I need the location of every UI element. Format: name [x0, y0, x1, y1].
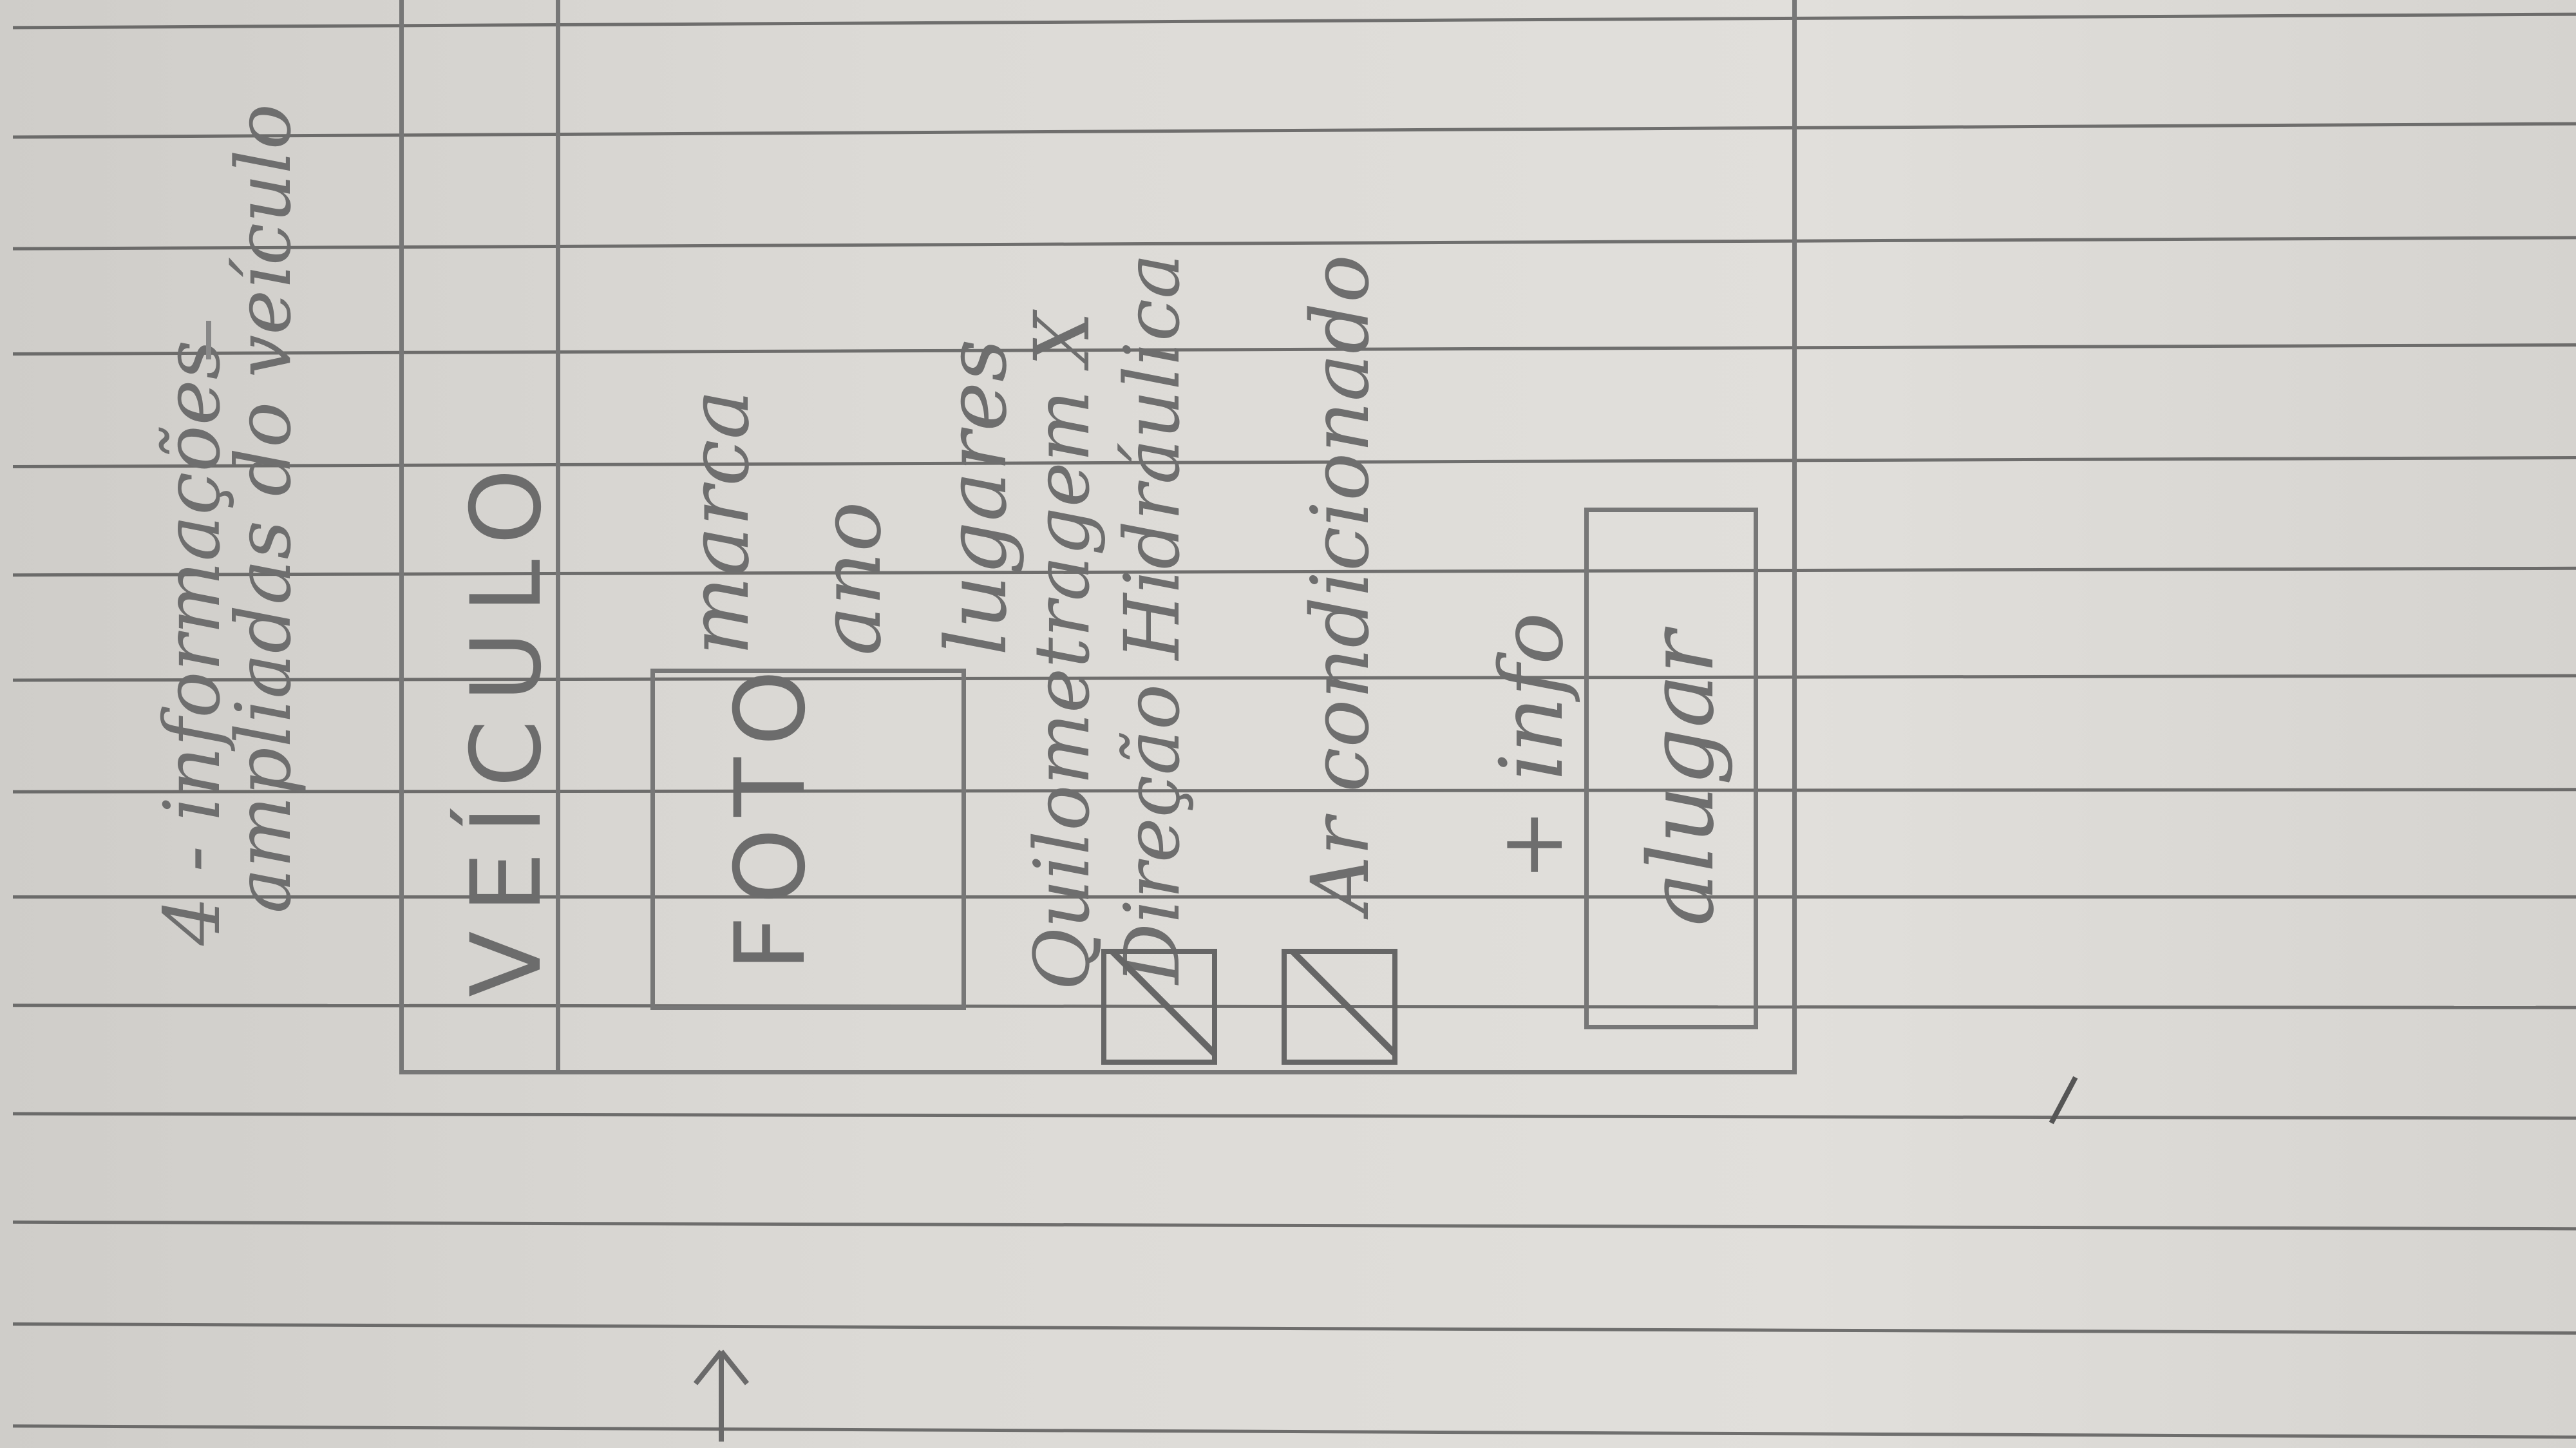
rent-button-label: alugar: [1629, 631, 1734, 926]
page-subtitle: ampliadas do veículo: [219, 104, 308, 913]
photo-label: FOTO: [715, 658, 827, 971]
info-brand: marca: [670, 389, 768, 656]
pencil-tick: [206, 321, 211, 359]
feature-air-conditioning: Ar condicionado: [1294, 254, 1387, 913]
more-info-link[interactable]: + info: [1481, 612, 1582, 881]
pencil-mark: [2049, 1076, 2078, 1125]
power-steering-checkbox[interactable]: [1101, 949, 1217, 1065]
ruled-line: [13, 895, 2576, 899]
info-seats: lugares: [927, 339, 1025, 656]
feature-power-steering: Direção Hidráulica: [1108, 253, 1197, 984]
vehicle-header-label: VEÍCULO: [451, 450, 563, 997]
feature-mileage: Quilometragem X: [1018, 312, 1106, 991]
arrow-icon: [693, 1349, 750, 1442]
air-conditioning-checkbox[interactable]: [1282, 949, 1397, 1065]
info-year: ano: [802, 501, 900, 656]
